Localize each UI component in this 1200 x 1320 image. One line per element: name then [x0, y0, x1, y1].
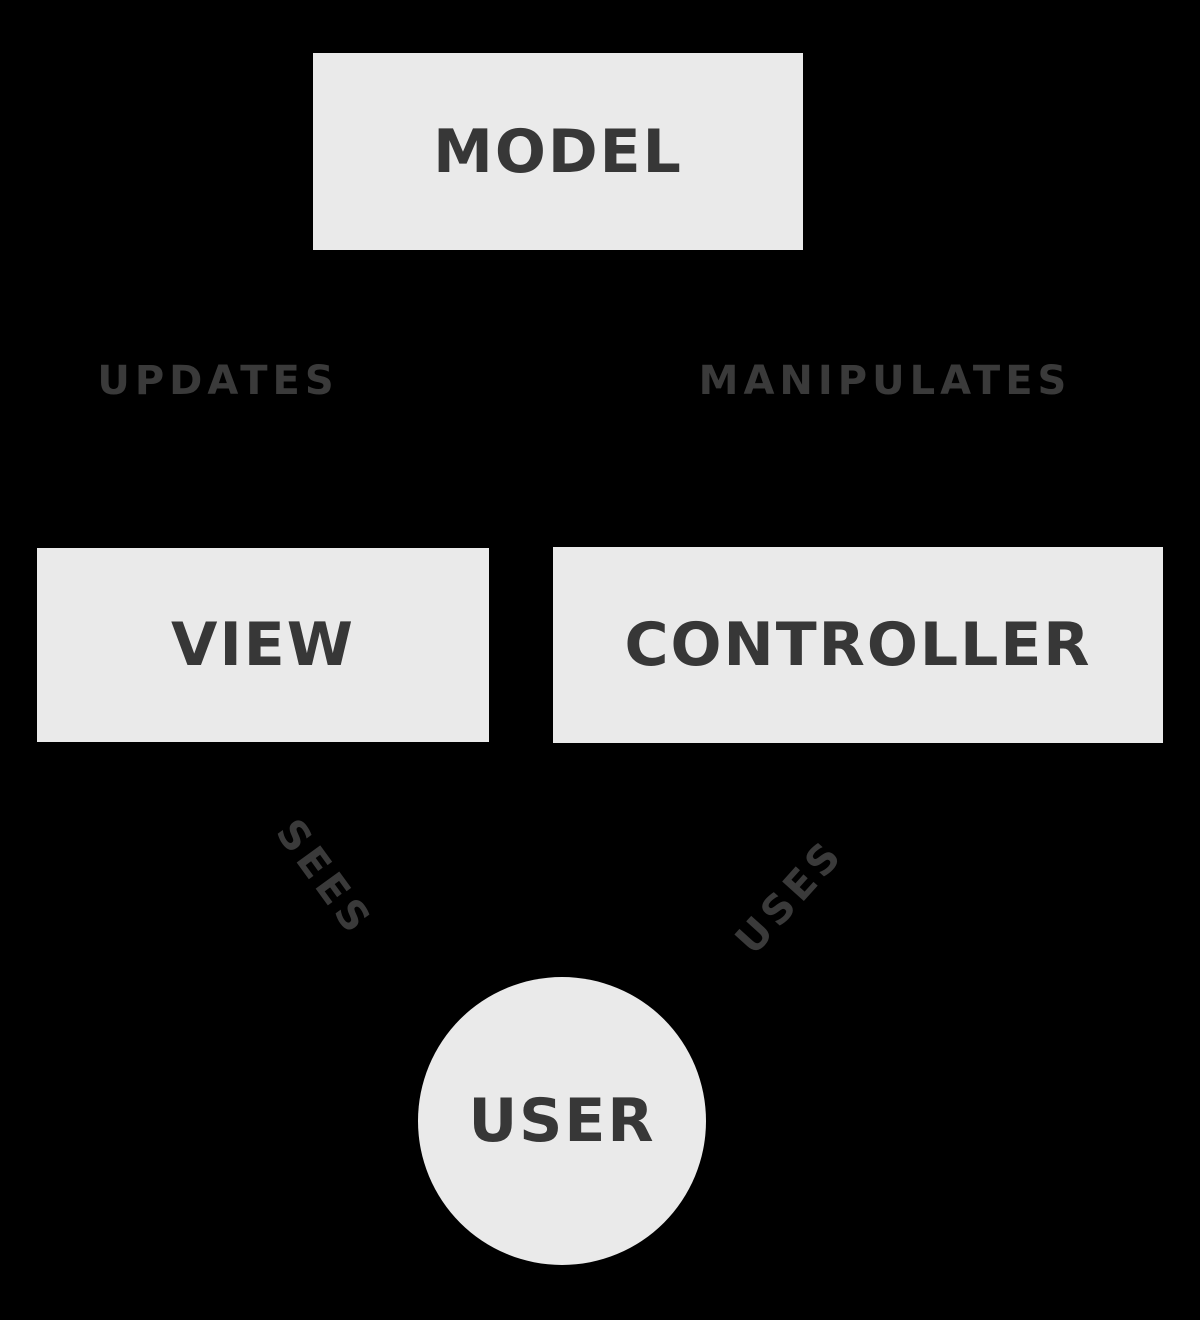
view-node: VIEW: [37, 548, 489, 742]
user-node: USER: [418, 977, 706, 1265]
updates-edge-label: UPDATES: [97, 358, 339, 404]
model-node-label: MODEL: [433, 116, 683, 187]
uses-edge-label: USES: [726, 830, 854, 964]
controller-node-label: CONTROLLER: [624, 610, 1092, 680]
model-node: MODEL: [313, 53, 803, 250]
manipulates-edge-label: MANIPULATES: [698, 358, 1072, 404]
view-node-label: VIEW: [171, 610, 355, 680]
controller-node: CONTROLLER: [553, 547, 1163, 743]
sees-edge-label: SEES: [266, 810, 382, 946]
user-node-label: USER: [468, 1086, 656, 1156]
